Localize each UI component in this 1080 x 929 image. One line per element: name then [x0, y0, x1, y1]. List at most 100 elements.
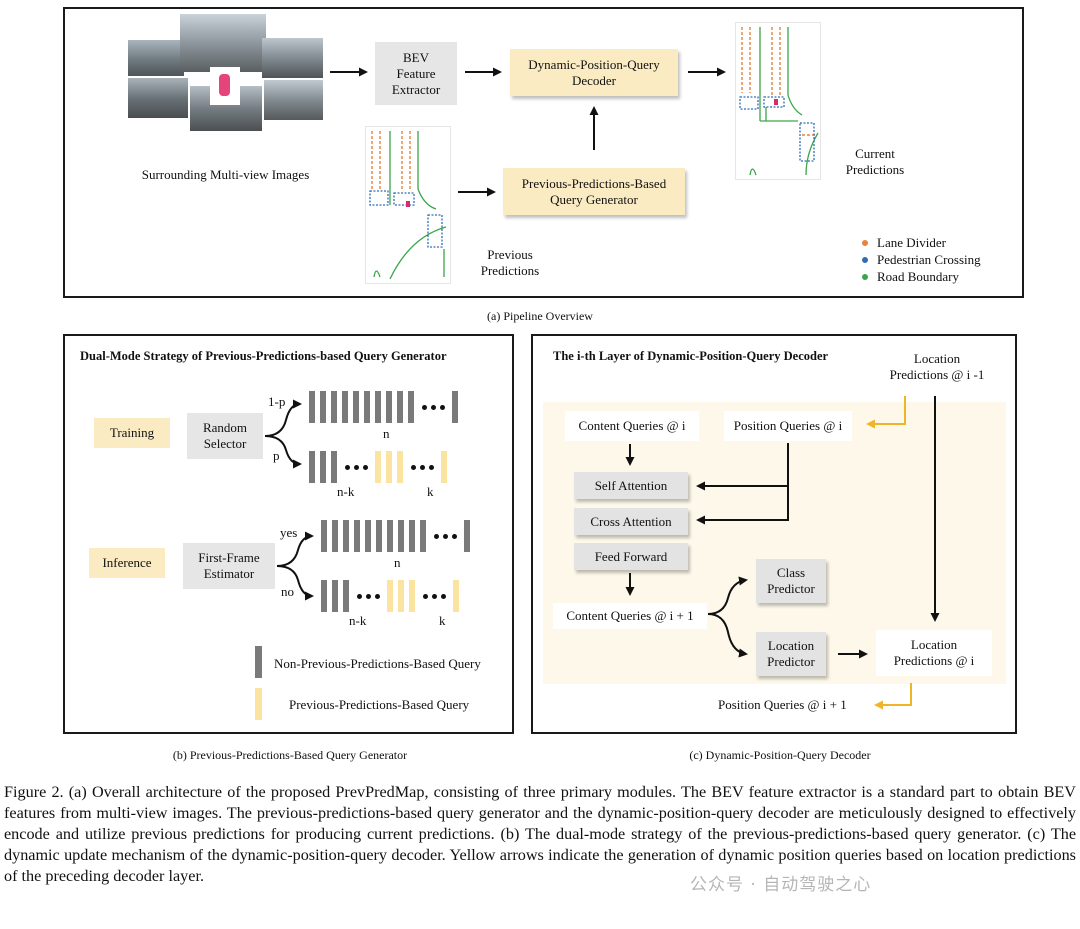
non-previous-query-bar	[464, 520, 470, 552]
first-frame-estimator-box: First-Frame Estimator	[183, 543, 275, 589]
non-previous-query-bar	[376, 520, 382, 552]
non-previous-query-bar	[398, 520, 404, 552]
inference-label: Inference	[89, 548, 165, 578]
location-predictions-i: Location Predictions @ i	[876, 630, 992, 676]
ego-car-icon	[219, 74, 230, 96]
yellow-arrow-current-to-next-position	[874, 683, 912, 710]
non-previous-query-bar	[342, 391, 348, 423]
previous-query-bar	[441, 451, 447, 483]
ellipsis-dot	[354, 465, 359, 470]
ellipsis-dot	[411, 465, 416, 470]
arrow-selector-top	[264, 399, 302, 437]
random-selector-box: Random Selector	[187, 413, 263, 459]
pedestrian-crossing-dot	[862, 257, 868, 263]
ellipsis-dot	[375, 594, 380, 599]
legend-gray-swatch	[255, 646, 262, 678]
ellipsis-dot	[429, 465, 434, 470]
inference-queries-all	[321, 520, 487, 552]
ellipsis-dot	[441, 594, 446, 599]
no-label: no	[281, 584, 294, 599]
ellipsis-dot	[363, 465, 368, 470]
ellipsis-dot	[420, 465, 425, 470]
current-predictions-label: Current Predictions	[845, 146, 905, 177]
arrow-content-to-class	[707, 576, 748, 615]
non-previous-query-bar	[397, 391, 403, 423]
query-generator-box: Previous-Predictions-Based Query Generat…	[503, 168, 685, 215]
ellipsis-dot	[357, 594, 362, 599]
caption-c: (c) Dynamic-Position-Query Decoder	[689, 748, 871, 762]
n-label-2: n	[394, 555, 401, 570]
training-queries-mixed	[309, 451, 475, 483]
pipeline-overview-panel	[63, 7, 1024, 298]
non-previous-query-bar	[320, 451, 326, 483]
query-generator-panel	[63, 334, 514, 734]
road-boundary-dot	[862, 274, 868, 280]
nk-label-1: n-k	[337, 484, 355, 499]
location-predictions-prev: Location Predictions @ i -1	[889, 351, 985, 382]
legend-yellow-swatch	[255, 688, 262, 720]
prob-1-p: 1-p	[268, 394, 286, 409]
caption-b: (b) Previous-Predictions-Based Query Gen…	[172, 748, 408, 762]
arrow-estimator-top	[276, 531, 314, 567]
non-previous-query-bar	[364, 391, 370, 423]
previous-query-bar	[398, 580, 404, 612]
k-label-1: k	[427, 484, 434, 499]
cross-attention-box: Cross Attention	[574, 508, 688, 535]
non-previous-query-bar	[375, 391, 381, 423]
position-queries-next: Position Queries @ i + 1	[718, 697, 847, 712]
content-queries-i: Content Queries @ i	[565, 411, 699, 441]
previous-predictions-map	[365, 126, 451, 284]
ellipsis-dot	[432, 594, 437, 599]
ellipsis-dot	[452, 534, 457, 539]
non-previous-query-bar	[420, 520, 426, 552]
legend-non-previous: Non-Previous-Predictions-Based Query	[274, 656, 481, 671]
previous-predictions-label: Previous Predictions	[480, 247, 540, 278]
panel-c-title: The i-th Layer of Dynamic-Position-Query…	[553, 349, 829, 363]
legend-previous: Previous-Predictions-Based Query	[289, 697, 470, 712]
non-previous-query-bar	[452, 391, 458, 423]
watermark: 公众号 · 自动驾驶之心	[690, 875, 872, 895]
legend-road-boundary: Road Boundary	[877, 269, 959, 284]
non-previous-query-bar	[343, 520, 349, 552]
non-previous-query-bar	[365, 520, 371, 552]
non-previous-query-bar	[343, 580, 349, 612]
current-predictions-map	[735, 22, 821, 180]
ellipsis-dot	[443, 534, 448, 539]
non-previous-query-bar	[321, 520, 327, 552]
decoder-panel	[531, 334, 1017, 734]
prob-p: p	[273, 448, 280, 463]
previous-query-bar	[386, 451, 392, 483]
non-previous-query-bar	[409, 520, 415, 552]
bev-feature-extractor-box: BEV Feature Extractor	[375, 42, 457, 105]
arrow-estimator-bottom	[276, 565, 314, 601]
arrow-content-to-location	[707, 613, 748, 658]
legend-lane-divider: Lane Divider	[877, 235, 946, 250]
arrow-position-to-cross	[696, 486, 789, 525]
figure-caption: Figure 2. (a) Overall architecture of th…	[4, 783, 1076, 885]
non-previous-query-bar	[354, 520, 360, 552]
lane-divider-dot	[862, 240, 868, 246]
non-previous-query-bar	[408, 391, 414, 423]
previous-query-bar	[409, 580, 415, 612]
multi-view-images	[128, 14, 323, 131]
arrow-selector-bottom	[264, 435, 302, 469]
arrow-position-to-self	[696, 443, 789, 491]
self-attention-box: Self Attention	[574, 472, 688, 499]
non-previous-query-bar	[387, 520, 393, 552]
previous-query-bar	[387, 580, 393, 612]
previous-query-bar	[375, 451, 381, 483]
non-previous-query-bar	[309, 391, 315, 423]
non-previous-query-bar	[386, 391, 392, 423]
previous-query-bar	[453, 580, 459, 612]
ellipsis-dot	[431, 405, 436, 410]
non-previous-query-bar	[332, 580, 338, 612]
training-queries-all	[309, 391, 475, 423]
decoder-box: Dynamic-Position-Query Decoder	[510, 49, 678, 96]
n-label-1: n	[383, 426, 390, 441]
ellipsis-dot	[423, 594, 428, 599]
input-images-label: Surrounding Multi-view Images	[141, 167, 310, 182]
non-previous-query-bar	[332, 520, 338, 552]
ellipsis-dot	[434, 534, 439, 539]
panel-b-title: Dual-Mode Strategy of Previous-Predictio…	[80, 349, 447, 363]
